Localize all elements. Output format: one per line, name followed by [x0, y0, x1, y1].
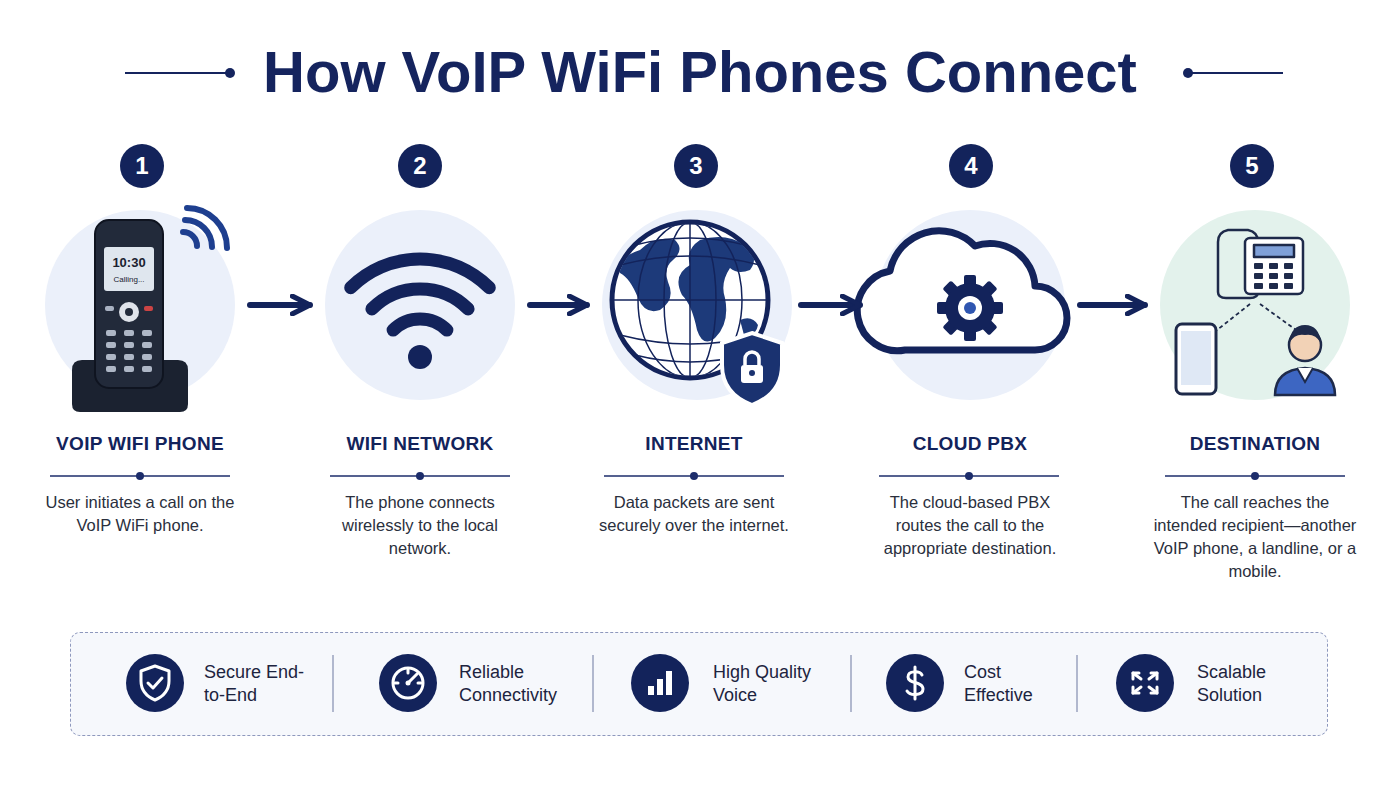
cloud-icon — [857, 231, 1067, 351]
step-number: 4 — [964, 153, 977, 179]
step-description: The cloud-based PBX routes the call to t… — [874, 491, 1066, 560]
icon-circle — [45, 210, 1350, 400]
flow-arrow — [250, 302, 310, 308]
diagram-title: How VoIP WiFi Phones Connect — [0, 36, 1400, 108]
step-heading: CLOUD PBX — [860, 432, 1080, 456]
step-description: The phone connects wirelessly to the loc… — [320, 491, 520, 560]
step-number: 1 — [135, 153, 148, 179]
feature-label: Secure End-to-End — [204, 661, 308, 707]
step-number: 5 — [1245, 153, 1258, 179]
feature-band: Secure End-to-End Reliable Connectivity Hi… — [70, 632, 1328, 736]
step-description: The call reaches the intended recipient—… — [1150, 491, 1360, 583]
feature-label: Cost Effective — [964, 661, 1056, 707]
heading-divider — [50, 472, 1345, 480]
step-description: User initiates a call on the VoIP WiFi p… — [40, 491, 240, 537]
step-number: 3 — [689, 153, 702, 179]
feature-label: Scalable Solution — [1197, 661, 1299, 707]
flow-arrow — [530, 302, 587, 308]
step-description: Data packets are sent securely over the … — [599, 491, 789, 537]
phone-icon — [72, 208, 227, 412]
screen-text: 10:30 — [112, 255, 145, 270]
globe-icon — [612, 222, 782, 405]
wifi-icon — [351, 259, 490, 369]
step-heading: DESTINATION — [1145, 432, 1365, 456]
flow-arrow — [801, 302, 860, 308]
feature-label: High Quality Voice — [713, 661, 823, 707]
step-heading: WIFI NETWORK — [310, 432, 530, 456]
destination-icon — [1176, 230, 1335, 395]
step-node: DESTINATION The call reaches the intended… — [1145, 210, 1365, 583]
step-node: CLOUD PBX The cloud-based PBX routes the … — [860, 210, 1080, 560]
step-node: WIFI NETWORK The phone connects wirelessl… — [310, 210, 530, 560]
number-badge — [120, 144, 1274, 188]
feature-band — [70, 632, 1328, 736]
flow-arrow — [1080, 302, 1145, 308]
step-node: INTERNET Data packets are sent securely o… — [587, 210, 801, 537]
feature-label: Reliable Connectivity — [459, 661, 571, 707]
step-number: 2 — [413, 153, 426, 179]
step-heading: VOIP WIFI PHONE — [30, 432, 250, 456]
screen-text: Calling... — [113, 275, 144, 285]
step-heading: INTERNET — [587, 432, 801, 456]
